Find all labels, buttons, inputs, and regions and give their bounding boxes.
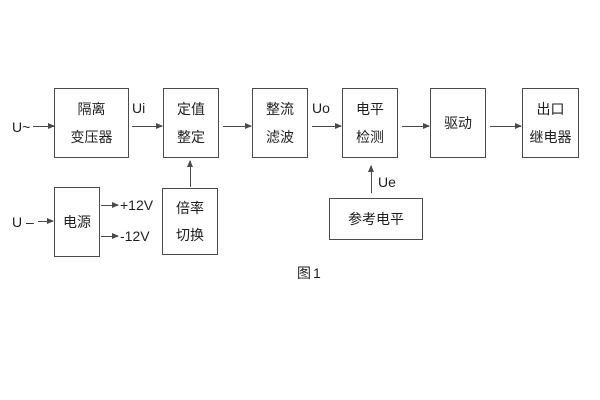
- block-label: 整流: [266, 101, 294, 118]
- block-label: 倍率: [176, 200, 204, 217]
- block-label: 参考电平: [348, 211, 404, 227]
- arrow-power-supply-plus-12v: [101, 202, 119, 208]
- arrow-rectify-filter-to-level-detection: [312, 123, 342, 129]
- arrow-level-detection-to-drive: [402, 123, 430, 129]
- block-label: 继电器: [529, 128, 572, 145]
- block-power-supply: 电源: [54, 187, 100, 257]
- block-label: 切换: [176, 226, 204, 243]
- input-dc-label: U –: [12, 214, 34, 230]
- input-ac-label: U~: [12, 119, 31, 135]
- block-level-detection: 电平 检测: [342, 88, 398, 158]
- block-label: 整定: [177, 128, 205, 145]
- plus-12v-label: +12V: [120, 197, 154, 213]
- block-label: 电源: [63, 214, 91, 230]
- arrow-power-supply-minus-12v: [101, 233, 119, 239]
- block-isolation-transformer: 隔离 变压器: [54, 88, 129, 158]
- block-label: 隔离: [77, 101, 106, 118]
- block-label: 滤波: [266, 128, 294, 145]
- ue-signal-label: Ue: [378, 174, 396, 190]
- arrow-reference-level-to-level-detection: [368, 165, 374, 193]
- block-drive: 驱动: [430, 88, 486, 158]
- figure-caption: 图1: [297, 265, 323, 281]
- block-label: 变压器: [70, 128, 113, 145]
- block-ratio-switch: 倍率 切换: [162, 188, 218, 255]
- arrow-setting-adjustment-to-rectify-filter: [223, 123, 252, 129]
- ui-signal-label: Ui: [132, 100, 146, 116]
- arrow-udc-to-power-supply: [38, 218, 54, 224]
- arrow-isolation-transformer-to-setting-adjustment: [132, 123, 163, 129]
- uo-signal-label: Uo: [312, 100, 330, 116]
- block-label: 定值: [177, 101, 205, 118]
- block-label: 出口: [536, 101, 565, 118]
- minus-12v-label: -12V: [120, 228, 150, 244]
- block-reference-level: 参考电平: [329, 198, 423, 240]
- block-label: 驱动: [444, 115, 472, 131]
- block-output-relay: 出口 继电器: [522, 88, 579, 158]
- block-setting-adjustment: 定值 整定: [163, 88, 219, 158]
- block-label: 电平: [356, 101, 384, 118]
- arrow-drive-to-output-relay: [490, 123, 522, 129]
- arrow-uac-to-isolation-transformer: [33, 123, 55, 129]
- block-label: 检测: [356, 128, 384, 145]
- block-rectify-filter: 整流 滤波: [252, 88, 308, 158]
- arrow-ratio-switch-to-setting-adjustment: [187, 160, 193, 187]
